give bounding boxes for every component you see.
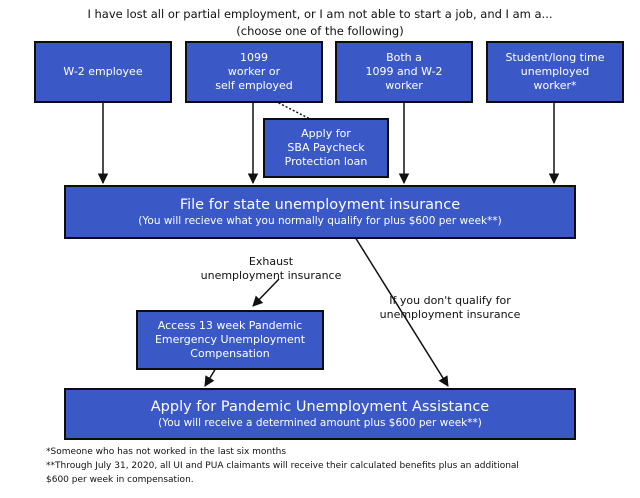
- sba-line-1: Apply for: [301, 127, 351, 141]
- not-qualify-line-1: If you don't qualify for: [389, 294, 511, 307]
- state-subtitle: (You will recieve what you normally qual…: [138, 214, 502, 227]
- option-student-line-1: Student/long time: [505, 51, 605, 65]
- arrow-state-to-pua: [354, 236, 449, 387]
- option-student-line-2: unemployed: [520, 65, 590, 79]
- sba-line-3: Protection loan: [284, 154, 368, 168]
- pua-title: Apply for Pandemic Unemployment Assistan…: [150, 399, 490, 416]
- dotted-1099-to-sba: [274, 100, 313, 121]
- exhaust-label: Exhaust unemployment insurance: [186, 255, 356, 284]
- exhaust-line-2: unemployment insurance: [200, 269, 342, 283]
- footnote-3: $600 per week in compensation.: [46, 475, 194, 485]
- peuc-line-3: Compensation: [190, 346, 270, 360]
- option-both-worker[interactable]: Both a 1099 and W-2 worker: [335, 41, 473, 103]
- not-qualify-line-2: unemployment insurance: [379, 308, 521, 322]
- pua-box[interactable]: Apply for Pandemic Unemployment Assistan…: [64, 388, 576, 440]
- option-both-line-3: worker: [385, 78, 423, 92]
- state-unemployment-box[interactable]: File for state unemployment insurance (Y…: [64, 185, 576, 239]
- not-qualify-label: If you don't qualify for unemployment in…: [365, 294, 535, 323]
- option-w2-label: W-2 employee: [63, 65, 143, 79]
- header-line-2: (choose one of the following): [236, 24, 404, 38]
- footnote-2: **Through July 31, 2020, all UI and PUA …: [46, 461, 519, 471]
- arrow-peuc-to-pua: [204, 367, 217, 387]
- arrow-state-to-peuc: [252, 278, 280, 307]
- header-line-1: I have lost all or partial employment, o…: [87, 7, 553, 21]
- option-1099-line-2: worker or: [227, 65, 281, 79]
- peuc-box[interactable]: Access 13 week Pandemic Emergency Unempl…: [136, 310, 324, 370]
- option-both-line-1: Both a: [386, 51, 422, 65]
- sba-line-2: SBA Paycheck: [287, 141, 365, 155]
- sba-loan-box[interactable]: Apply for SBA Paycheck Protection loan: [263, 118, 389, 178]
- peuc-line-2: Emergency Unemployment: [154, 333, 306, 347]
- pua-subtitle: (You will receive a determined amount pl…: [158, 416, 482, 429]
- option-student-unemployed[interactable]: Student/long time unemployed worker*: [486, 41, 624, 103]
- footnote-1: *Someone who has not worked in the last …: [46, 447, 287, 457]
- state-title: File for state unemployment insurance: [179, 197, 461, 214]
- option-student-line-3: worker*: [533, 78, 577, 92]
- option-w2-employee[interactable]: W-2 employee: [34, 41, 172, 103]
- option-both-line-2: 1099 and W-2: [365, 65, 443, 79]
- option-1099-line-1: 1099: [240, 51, 268, 65]
- peuc-line-1: Access 13 week Pandemic: [157, 319, 303, 333]
- option-1099-line-3: self employed: [215, 78, 293, 92]
- option-1099-worker[interactable]: 1099 worker or self employed: [185, 41, 323, 103]
- exhaust-line-1: Exhaust: [248, 255, 294, 268]
